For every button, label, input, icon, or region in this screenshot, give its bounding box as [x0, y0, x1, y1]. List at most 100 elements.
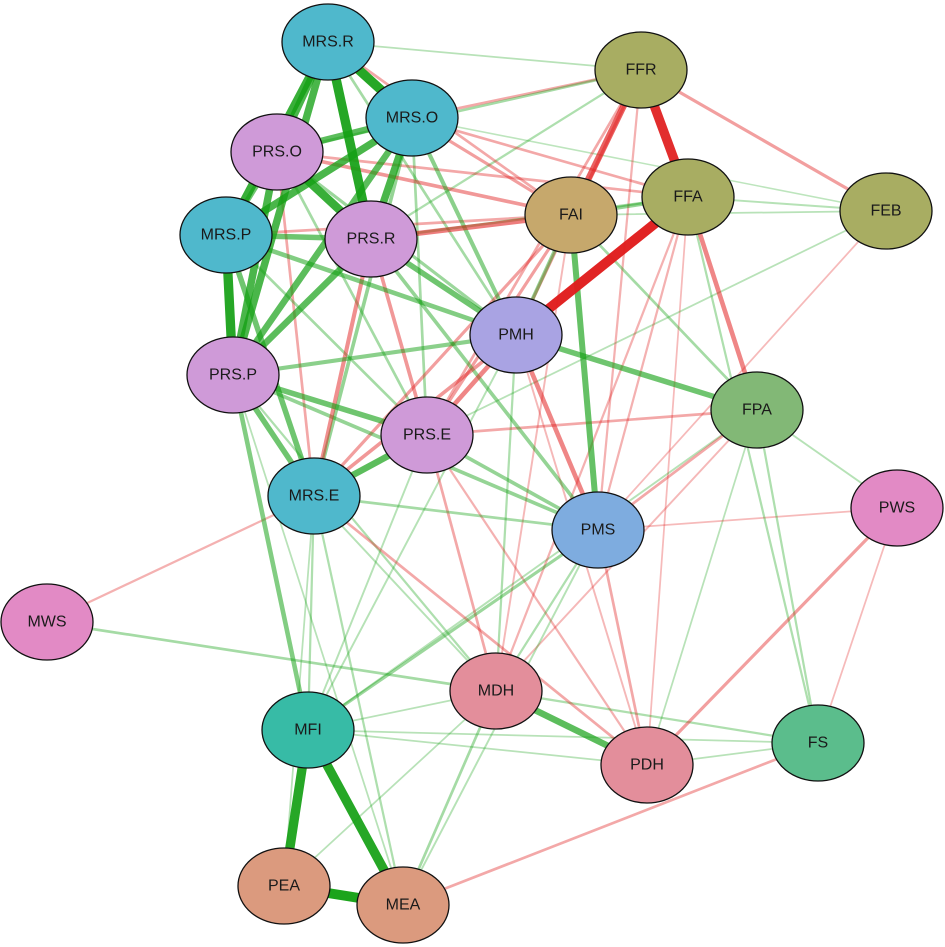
node-mrs-o[interactable]: MRS.O — [365, 79, 459, 157]
node-label-prs-o: PRS.O — [252, 144, 302, 161]
edge-mrso-mrse — [312, 116, 414, 498]
node-pms[interactable]: PMS — [551, 491, 645, 569]
node-mea[interactable]: MEA — [356, 866, 450, 944]
node-label-prs-p: PRS.P — [209, 367, 257, 384]
node-ellipse-pws[interactable] — [850, 469, 944, 547]
node-ellipse-ffa[interactable] — [641, 158, 735, 236]
edge-prso-prse — [275, 150, 429, 437]
node-prs-o[interactable]: PRS.O — [230, 113, 324, 191]
node-ellipse-mea[interactable] — [356, 866, 450, 944]
node-mrs-e[interactable]: MRS.E — [267, 457, 361, 535]
node-pdh[interactable]: PDH — [600, 726, 694, 804]
node-prs-e[interactable]: PRS.E — [380, 396, 474, 474]
edge-fpa-pdh — [646, 409, 758, 766]
node-fpa[interactable]: FPA — [710, 371, 804, 449]
edge-pmh-mfi — [307, 334, 517, 731]
node-pea[interactable]: PEA — [237, 847, 331, 925]
node-ellipse-prs-e[interactable] — [380, 396, 474, 474]
edge-pmh-mdh — [494, 333, 518, 693]
edge-mfi-pdh — [307, 729, 648, 766]
node-label-mdh: MDH — [478, 683, 514, 700]
edge-ffr-feb — [639, 68, 888, 213]
edge-mea-fs — [401, 741, 820, 907]
node-ellipse-pmh[interactable] — [469, 296, 563, 374]
edge-prsr-pms — [369, 237, 600, 532]
node-ellipse-prs-p[interactable] — [186, 336, 280, 414]
node-label-prs-r: PRS.R — [347, 231, 396, 248]
node-mfi[interactable]: MFI — [261, 691, 355, 769]
node-ellipse-mdh[interactable] — [449, 652, 543, 730]
node-mdh[interactable]: MDH — [449, 652, 543, 730]
node-label-fpa: FPA — [742, 402, 772, 419]
edge-pms-pdh — [596, 528, 649, 767]
node-ellipse-prs-r[interactable] — [324, 200, 418, 278]
edge-fai-mrse — [312, 213, 573, 498]
node-pws[interactable]: PWS — [850, 469, 944, 547]
edge-feb-prse — [426, 210, 887, 436]
node-label-mrs-e: MRS.E — [289, 488, 340, 505]
edge-fai-fpa — [569, 213, 759, 412]
edge-ffr-prse — [425, 68, 643, 437]
node-mws[interactable]: MWS — [0, 583, 94, 661]
node-label-pws: PWS — [879, 500, 915, 517]
edge-prse-fpa — [425, 408, 759, 437]
node-ellipse-pms[interactable] — [551, 491, 645, 569]
node-ellipse-feb[interactable] — [839, 172, 933, 250]
node-fai[interactable]: FAI — [524, 176, 618, 254]
node-mrs-p[interactable]: MRS.P — [179, 196, 273, 274]
edge-pws-fs — [817, 507, 898, 744]
edge-fai-mdh — [495, 214, 572, 692]
edge-prsp-mdh — [231, 373, 498, 693]
edge-pms-mfi — [306, 528, 600, 732]
edge-mrsp-pmh — [223, 232, 519, 338]
node-ellipse-prs-o[interactable] — [230, 113, 324, 191]
node-label-prs-e: PRS.E — [403, 427, 451, 444]
node-ffr[interactable]: FFR — [594, 31, 688, 109]
node-ellipse-fai[interactable] — [524, 176, 618, 254]
edge-mrso-ffa — [410, 116, 690, 199]
node-ellipse-mrs-p[interactable] — [179, 196, 273, 274]
node-ellipse-pdh[interactable] — [600, 726, 694, 804]
node-label-mfi: MFI — [294, 722, 322, 739]
node-ellipse-mrs-e[interactable] — [267, 457, 361, 535]
edge-mfi-fs — [307, 729, 819, 744]
edge-mrse-mea — [312, 494, 405, 907]
node-ellipse-pea[interactable] — [237, 847, 331, 925]
edge-prso-fai — [275, 150, 573, 217]
node-ellipse-mws[interactable] — [0, 583, 94, 661]
edge-prsp-mea — [232, 374, 404, 906]
edge-fai-pms — [567, 211, 602, 534]
node-ellipse-mfi[interactable] — [261, 691, 355, 769]
node-label-mws: MWS — [27, 614, 66, 631]
node-label-mrs-r: MRS.R — [302, 34, 354, 51]
edge-pws-pms — [597, 507, 898, 531]
edge-mdh-pea — [283, 690, 497, 887]
node-label-pmh: PMH — [498, 327, 534, 344]
edge-mrsr-ffr — [327, 41, 642, 71]
edge-ffa-pdh — [646, 196, 689, 766]
node-ellipse-fs[interactable] — [771, 704, 865, 782]
node-ellipse-mrs-r[interactable] — [281, 3, 375, 81]
node-label-ffa: FFA — [673, 189, 703, 206]
node-prs-p[interactable]: PRS.P — [186, 336, 280, 414]
node-ellipse-ffr[interactable] — [594, 31, 688, 109]
nodes-layer: MRS.R MRS.O PRS.O MRS.P PRS.R FFR FFA FEB FAI PMH… — [0, 3, 944, 944]
node-pmh[interactable]: PMH — [469, 296, 563, 374]
edge-mrse-mfi — [306, 494, 316, 732]
node-mrs-r[interactable]: MRS.R — [281, 3, 375, 81]
edge-prse-mdh — [425, 433, 498, 693]
edge-prse-mfi — [307, 434, 428, 731]
edge-mws-mrse — [45, 494, 316, 624]
node-prs-r[interactable]: PRS.R — [324, 200, 418, 278]
edge-fpa-fs — [755, 408, 820, 745]
edge-mrso-prsp — [229, 114, 416, 379]
node-label-feb: FEB — [870, 203, 901, 220]
node-fs[interactable]: FS — [771, 704, 865, 782]
node-ffa[interactable]: FFA — [641, 158, 735, 236]
edge-mrso-prse — [410, 116, 429, 437]
node-ellipse-fpa[interactable] — [710, 371, 804, 449]
node-ellipse-mrs-o[interactable] — [365, 79, 459, 157]
node-feb[interactable]: FEB — [839, 172, 933, 250]
